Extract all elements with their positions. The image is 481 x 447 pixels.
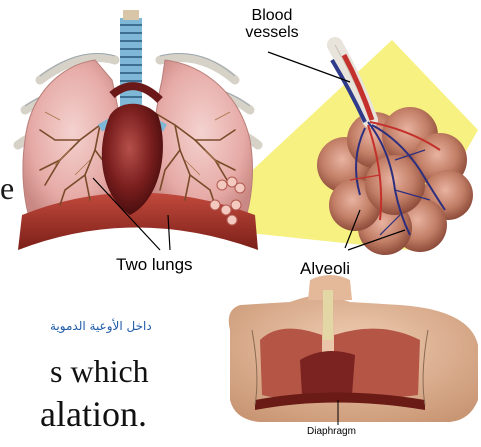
cropped-text-line1: s which <box>50 355 149 387</box>
cropped-text-line2: alation. <box>40 396 147 432</box>
torso-illustration <box>229 275 478 422</box>
blood-vessels-label-line1: Blood <box>236 8 308 24</box>
blood-vessels-label: Blood vessels <box>236 8 308 41</box>
alveoli-label: Alveoli <box>300 260 350 277</box>
diaphragm-label: Diaphragm <box>307 427 356 437</box>
cropped-text-e: e <box>0 172 14 204</box>
arabic-caption: داخل الأوعية الدموية <box>50 320 152 332</box>
two-lungs-label: Two lungs <box>116 256 193 273</box>
blood-vessels-label-line2: vessels <box>236 25 308 41</box>
